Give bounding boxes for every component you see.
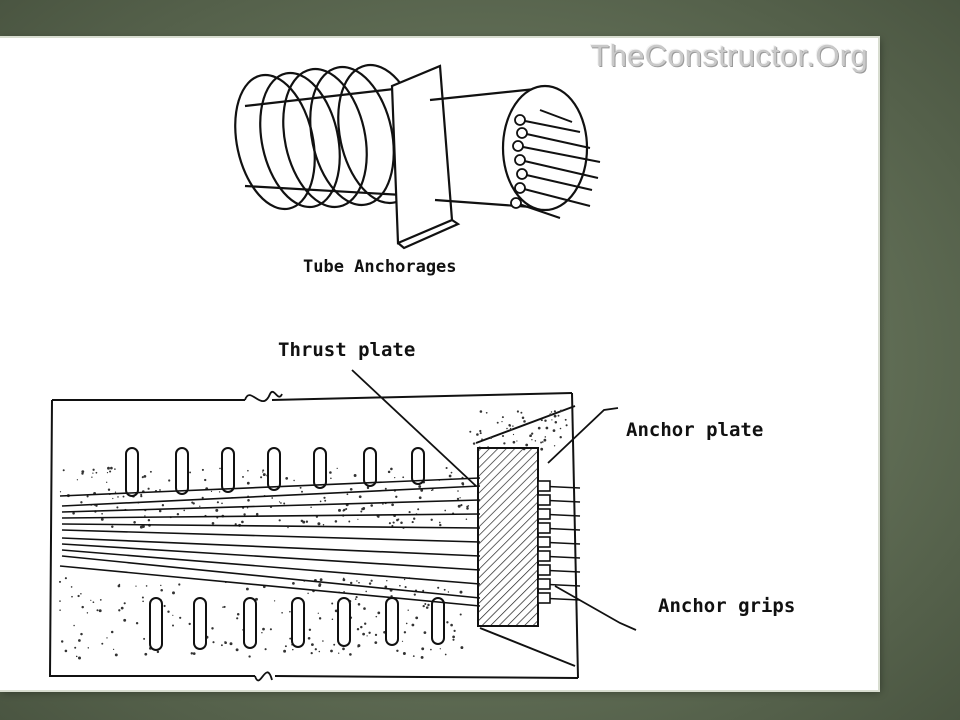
anchorage-section-view xyxy=(48,390,581,682)
grip-wedge xyxy=(537,592,551,604)
watermark: TheConstructor.Org xyxy=(590,38,868,73)
rod-lower xyxy=(243,597,257,649)
tendon-wire xyxy=(61,537,481,557)
grip-wedge xyxy=(537,536,551,548)
tendon-wire xyxy=(61,529,481,543)
scanned-drawing-sheet: TheConstructor.Org xyxy=(0,38,878,690)
grip-wedge xyxy=(537,480,551,492)
rod-lower xyxy=(337,597,351,647)
tendon-wire xyxy=(61,499,481,513)
rod-upper xyxy=(125,447,139,497)
anchor-plate-block xyxy=(477,447,539,627)
grip-wedge xyxy=(537,564,551,576)
rod-upper xyxy=(221,447,235,493)
tube-anchorage-illustration xyxy=(234,63,601,250)
tendon-wire xyxy=(61,485,481,507)
rod-upper xyxy=(411,447,425,485)
anchorage-diagram: Tube Anchorages xyxy=(48,63,795,682)
anchor-grips-label: Anchor grips xyxy=(658,595,795,617)
anchor-grips-wedges xyxy=(537,480,551,604)
rod-lower xyxy=(193,597,207,650)
rod-upper xyxy=(363,447,377,487)
rod-lower xyxy=(149,597,163,651)
tendon-wire xyxy=(61,513,481,519)
grip-wedge xyxy=(537,550,551,562)
tendon-wire xyxy=(61,523,481,529)
grip-wedge xyxy=(537,494,551,506)
rod-lower xyxy=(385,597,399,646)
grip-wedge xyxy=(537,522,551,534)
rod-lower xyxy=(291,597,305,648)
rod-upper xyxy=(267,447,281,491)
grip-wedge xyxy=(537,578,551,590)
leader-lines xyxy=(351,369,637,631)
rod-lower xyxy=(431,597,445,645)
grip-wedge xyxy=(537,508,551,520)
rod-upper xyxy=(175,447,189,495)
tendon-wire xyxy=(61,549,481,585)
thrust-plate-label: Thrust plate xyxy=(278,339,415,361)
tendon-wires xyxy=(59,477,581,607)
tendon-wire xyxy=(61,543,481,571)
anchor-plate-label: Anchor plate xyxy=(626,419,763,441)
rod-upper xyxy=(313,447,327,489)
spiral-reinforcement-rods xyxy=(125,447,445,651)
tube-anchorages-caption: Tube Anchorages xyxy=(303,257,457,277)
tendon-wire xyxy=(61,555,481,599)
